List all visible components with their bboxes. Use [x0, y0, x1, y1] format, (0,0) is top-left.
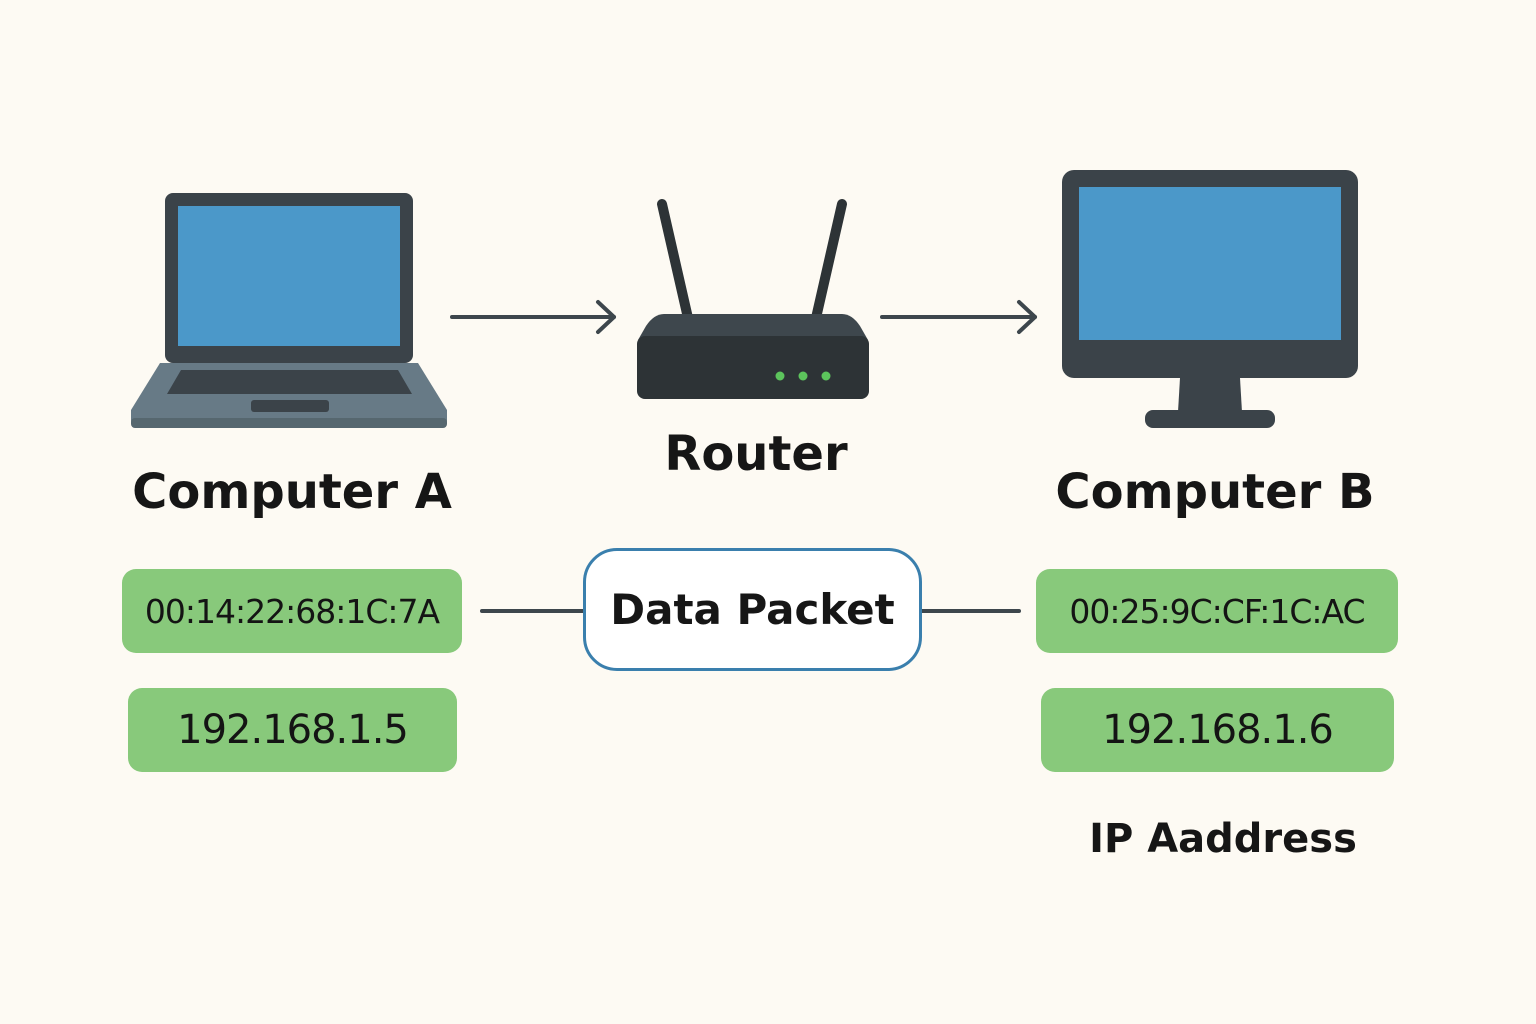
led-2-icon: [798, 371, 808, 381]
router-icon: [637, 199, 869, 399]
computer-b-mac-address: 00:25:9C:CF:1C:AC: [1036, 569, 1398, 653]
computer-a-label: Computer A: [132, 464, 452, 520]
arrow-a-to-router: [450, 300, 616, 334]
computer-b-ip-address: 192.168.1.6: [1041, 688, 1394, 772]
ip-address-caption: IP Aaddress: [1089, 816, 1357, 862]
led-3-icon: [821, 371, 831, 381]
laptop-icon: [131, 193, 447, 428]
led-1-icon: [775, 371, 785, 381]
router-label: Router: [664, 426, 848, 482]
computer-b-label: Computer B: [1055, 464, 1375, 520]
arrow-router-to-b: [880, 300, 1037, 334]
computer-a-mac-address: 00:14:22:68:1C:7A: [122, 569, 462, 653]
desktop-monitor-icon: [1062, 170, 1358, 428]
data-packet-node: Data Packet: [583, 548, 922, 671]
computer-a-ip-address: 192.168.1.5: [128, 688, 457, 772]
